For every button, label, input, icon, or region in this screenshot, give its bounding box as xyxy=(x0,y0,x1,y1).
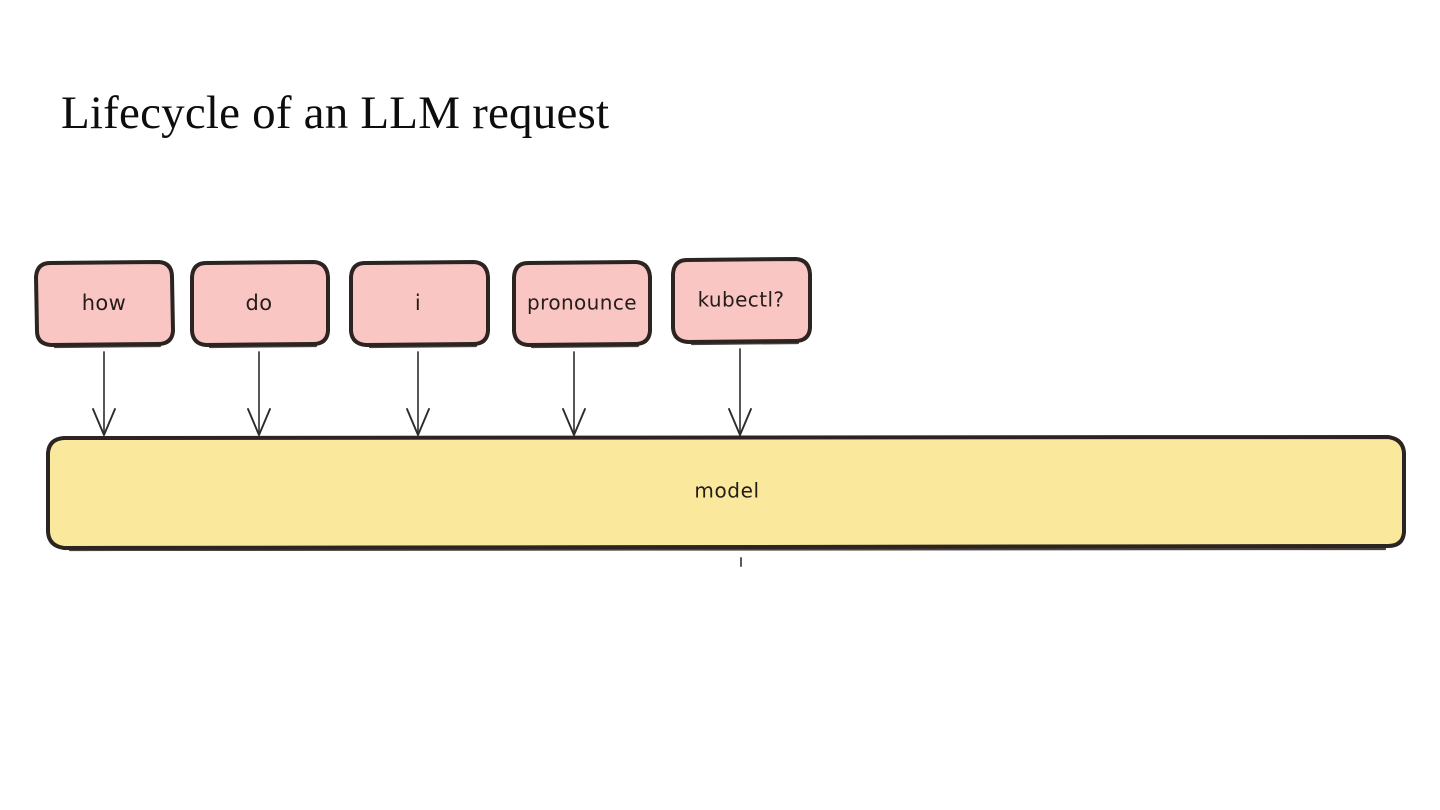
token-label-do: do xyxy=(246,291,273,315)
model-bar-underline xyxy=(68,547,1387,552)
token-box-pronounce-shape xyxy=(512,260,652,347)
token-box-kubectl-underline xyxy=(690,341,800,346)
arrow-pronounce-to-model xyxy=(562,351,586,436)
token-label-how: how xyxy=(82,291,127,315)
token-node-do[interactable]: do xyxy=(190,260,330,349)
arrow-how-to-model xyxy=(92,351,116,436)
model-node[interactable]: model xyxy=(46,435,1406,552)
arrow-kubectl-to-model xyxy=(728,348,752,436)
model-bar-shape xyxy=(46,435,1406,550)
token-box-do-shape xyxy=(190,260,330,347)
token-node-kubectl[interactable]: kubectl? xyxy=(671,257,812,346)
token-label-kubectl: kubectl? xyxy=(698,288,785,312)
token-box-how-shape xyxy=(34,260,175,347)
token-box-how-underline xyxy=(53,344,162,349)
page-title: Lifecycle of an LLM request xyxy=(61,87,610,139)
token-node-how[interactable]: how xyxy=(34,260,175,349)
token-box-do-underline xyxy=(208,344,318,349)
token-label-i: i xyxy=(415,291,421,315)
token-node-i[interactable]: i xyxy=(349,260,490,349)
arrow-do-to-model xyxy=(247,351,271,436)
token-label-pronounce: pronounce xyxy=(527,291,637,315)
arrow-i-to-model xyxy=(406,351,430,436)
token-box-kubectl-shape xyxy=(671,257,812,344)
token-node-pronounce[interactable]: pronounce xyxy=(512,260,652,349)
model-label: model xyxy=(694,479,759,503)
token-box-i-underline xyxy=(368,344,478,349)
token-box-pronounce-underline xyxy=(530,344,640,349)
token-box-i-shape xyxy=(349,260,490,347)
